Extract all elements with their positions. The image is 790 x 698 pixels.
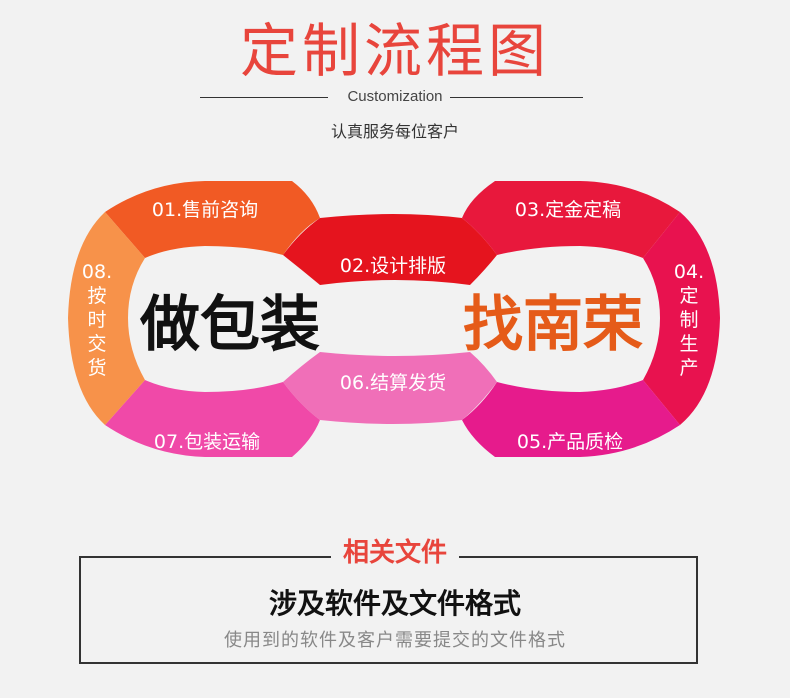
- step-segment-07: [105, 380, 320, 457]
- step-segment-05: [462, 380, 680, 457]
- vert-08-line: 按: [87, 285, 106, 307]
- step-segment-06: [283, 352, 497, 424]
- subtitle-divider-left: [200, 97, 328, 98]
- vert-04-line: 产: [679, 357, 698, 379]
- files-section-heading: 相关文件: [0, 536, 790, 570]
- vert-04-line: 制: [679, 309, 698, 331]
- step-label-06: 06.结算发货: [340, 372, 446, 394]
- page-title: 定制流程图: [239, 17, 550, 85]
- step-label-02: 02.设计排版: [340, 255, 446, 277]
- tagline: 认真服务每位客户: [330, 122, 459, 141]
- subtitle-english: Customization: [347, 88, 443, 105]
- vert-04-line: 生: [679, 333, 698, 355]
- vert-04-line: 04.: [674, 261, 704, 283]
- vert-04-line: 定: [679, 285, 698, 307]
- step-label-07: 07.包装运输: [154, 431, 260, 453]
- step-segment-02: [283, 214, 497, 285]
- step-label-05: 05.产品质检: [517, 431, 623, 453]
- vert-08-line: 08.: [82, 261, 112, 283]
- vert-08-line: 货: [87, 357, 106, 379]
- step-segment-08: [68, 212, 145, 425]
- files-heading-text: 相关文件: [330, 536, 459, 570]
- center-right-slogan: 找南荣: [463, 290, 643, 360]
- subtitle-divider-right: [450, 97, 583, 98]
- vert-08-line: 交: [87, 333, 106, 355]
- step-segment-03: [462, 181, 680, 258]
- step-label-03: 03.定金定稿: [515, 199, 621, 221]
- step-label-01: 01.售前咨询: [152, 199, 258, 221]
- files-section-description: 使用到的软件及客户需要提交的文件格式: [224, 630, 566, 651]
- step-segment-04: [643, 212, 720, 425]
- center-left-slogan: 做包装: [139, 290, 320, 360]
- files-section-title: 涉及软件及文件格式: [268, 587, 521, 620]
- vert-08-line: 时: [87, 309, 106, 331]
- step-segment-01: [105, 181, 320, 258]
